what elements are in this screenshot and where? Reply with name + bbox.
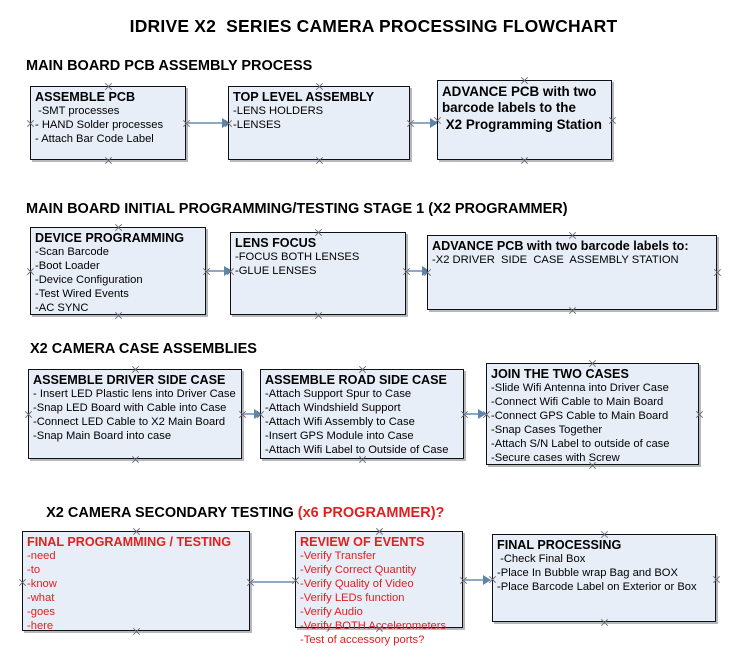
section-heading-accent: (x6 PROGRAMMER)? [297, 505, 445, 521]
box-join-the-two-cases[interactable]: JOIN THE TWO CASES -Slide Wifi Antenna i… [486, 363, 699, 465]
box-title: FINAL PROGRAMMING / TESTING [27, 535, 232, 549]
box-assemble-driver-side-case[interactable]: ASSEMBLE DRIVER SIDE CASE - Insert LED P… [28, 369, 242, 459]
box-line: -goes [27, 605, 55, 618]
box-line: -Connect GPS Cable to Main Board [491, 410, 669, 423]
box-final-processing[interactable]: FINAL PROCESSING -Check Final Box -Place… [492, 534, 716, 622]
box-line: - Attach Bar Code Label [35, 133, 154, 146]
box-line: -Secure cases with Screw [491, 451, 620, 464]
box-title: ASSEMBLE DRIVER SIDE CASE [33, 373, 226, 387]
connector-line [412, 122, 434, 124]
box-assemble-pcb[interactable]: ASSEMBLE PCB -SMT processes - HAND Solde… [30, 86, 186, 160]
box-review-of-events[interactable]: REVIEW OF EVENTS -Verify Transfer -Verif… [295, 531, 463, 646]
page-title: IDRIVE X2 SERIES CAMERA PROCESSING FLOWC… [129, 16, 618, 36]
box-line: -Attach Support Spur to Case [265, 388, 412, 401]
box-line: -Boot Loader [35, 260, 100, 273]
connector-line [188, 122, 226, 124]
box-line: -here [27, 619, 54, 632]
box-line: -know [27, 578, 57, 591]
box-line: -GLUE LENSES [235, 265, 317, 278]
box-title: ADVANCE PCB with two barcode labels to: [432, 239, 689, 253]
box-line: -LENS HOLDERS [233, 105, 324, 118]
box-line: -Snap LED Board with Cable into Case [33, 402, 227, 415]
connector-line [244, 413, 258, 415]
box-line-overflow: -Test of accessory ports? [300, 633, 425, 646]
box-line: - HAND Solder processes [35, 119, 164, 132]
connector-arrowhead [483, 575, 491, 585]
section-heading-main-board-pcb-assembly: MAIN BOARD PCB ASSEMBLY PROCESS [26, 58, 313, 74]
box-line: -LENSES [233, 119, 281, 132]
box-line: -Verify Transfer [300, 550, 376, 563]
box-line: -Insert GPS Module into Case [265, 430, 414, 443]
connector-arrowhead [254, 409, 262, 419]
box-line: -need [27, 550, 56, 563]
box-line: -Verify Correct Quantity [300, 564, 417, 577]
box-line: -Verify Quality of Video [300, 578, 414, 591]
box-title: ASSEMBLE PCB [35, 90, 136, 104]
box-line: -Check Final Box [497, 553, 586, 566]
connector-arrowhead [430, 118, 438, 128]
box-line: X2 Programming Station [442, 116, 602, 132]
box-line: -AC SYNC [35, 301, 89, 314]
box-line: -Snap Main Board into case [33, 430, 172, 443]
box-line: -to [27, 564, 41, 577]
box-title: REVIEW OF EVENTS [300, 535, 425, 549]
connector-arrowhead [224, 266, 232, 276]
box-line: -Slide Wifi Antenna into Driver Case [491, 382, 669, 395]
box-title: JOIN THE TWO CASES [491, 367, 629, 381]
connector-line [208, 270, 228, 272]
box-line: -Snap Cases Together [491, 424, 603, 437]
connector-arrowhead [478, 409, 486, 419]
box-line: -Attach S/N Label to outside of case [491, 437, 670, 450]
box-line: -Scan Barcode [35, 246, 110, 259]
box-title: FINAL PROCESSING [497, 538, 622, 552]
box-title: LENS FOCUS [235, 236, 317, 250]
box-line: -Attach Wifi Assembly to Case [265, 416, 415, 429]
box-lens-focus[interactable]: LENS FOCUS -FOCUS BOTH LENSES -GLUE LENS… [230, 232, 406, 315]
box-line: -Attach Wifi Label to Outside of Case [265, 443, 449, 456]
box-line: -Place In Bubble wrap Bag and BOX [497, 567, 678, 580]
box-line: -Place Barcode Label on Exterior or Box [497, 581, 697, 594]
box-title: ADVANCE PCB with two [442, 84, 597, 99]
box-line: -what [27, 592, 55, 605]
box-advance-pcb-x2-programming-station[interactable]: ADVANCE PCB with two barcode labels to t… [437, 80, 612, 160]
box-advance-pcb-driver-side-case[interactable]: ADVANCE PCB with two barcode labels to: … [427, 235, 717, 310]
box-line: -SMT processes [35, 105, 120, 118]
connector-line [466, 413, 482, 415]
box-line: -Attach Windshield Support [265, 402, 401, 415]
box-title: DEVICE PROGRAMMING [35, 231, 185, 245]
box-line: -X2 DRIVER SIDE CASE ASSEMBLY STATION [432, 254, 679, 267]
box-final-programming-testing[interactable]: FINAL PROGRAMMING / TESTING -need -to -k… [22, 531, 250, 632]
box-title: ASSEMBLE ROAD SIDE CASE [265, 373, 447, 387]
box-line: -Connect Wifi Cable to Main Board [491, 396, 664, 409]
connector-arrowhead [222, 118, 230, 128]
box-title: TOP LEVEL ASSEMBLY [233, 90, 375, 104]
box-device-programming[interactable]: DEVICE PROGRAMMING -Scan Barcode -Boot L… [30, 227, 206, 315]
box-line: -Verify Audio [300, 605, 363, 618]
connector-line [252, 581, 294, 583]
connector-line [408, 270, 426, 272]
box-assemble-road-side-case[interactable]: ASSEMBLE ROAD SIDE CASE -Attach Support … [260, 369, 464, 459]
box-line: -Test Wired Events [35, 288, 129, 301]
box-line: -FOCUS BOTH LENSES [235, 251, 360, 264]
section-heading-text: X2 CAMERA SECONDARY TESTING [46, 505, 298, 521]
box-line: barcode labels to the [442, 100, 576, 116]
section-heading-x2-camera-secondary-testing: X2 CAMERA SECONDARY TESTING (x6 PROGRAMM… [30, 489, 444, 537]
section-heading-main-board-initial-programming: MAIN BOARD INITIAL PROGRAMMING/TESTING S… [26, 201, 568, 217]
box-line: -Connect LED Cable to X2 Main Board [33, 416, 226, 429]
box-line: -Device Configuration [35, 274, 143, 287]
connector-line [465, 579, 487, 581]
section-heading-x2-camera-case-assemblies: X2 CAMERA CASE ASSEMBLIES [30, 341, 257, 357]
box-line: - Insert LED Plastic lens into Driver Ca… [33, 388, 236, 401]
box-line: -Verify BOTH Accelerometers [300, 619, 447, 632]
connector-arrowhead [422, 266, 430, 276]
box-line: -Verify LEDs function [300, 592, 405, 605]
box-top-level-assembly[interactable]: TOP LEVEL ASSEMBLY -LENS HOLDERS -LENSES [228, 86, 410, 160]
